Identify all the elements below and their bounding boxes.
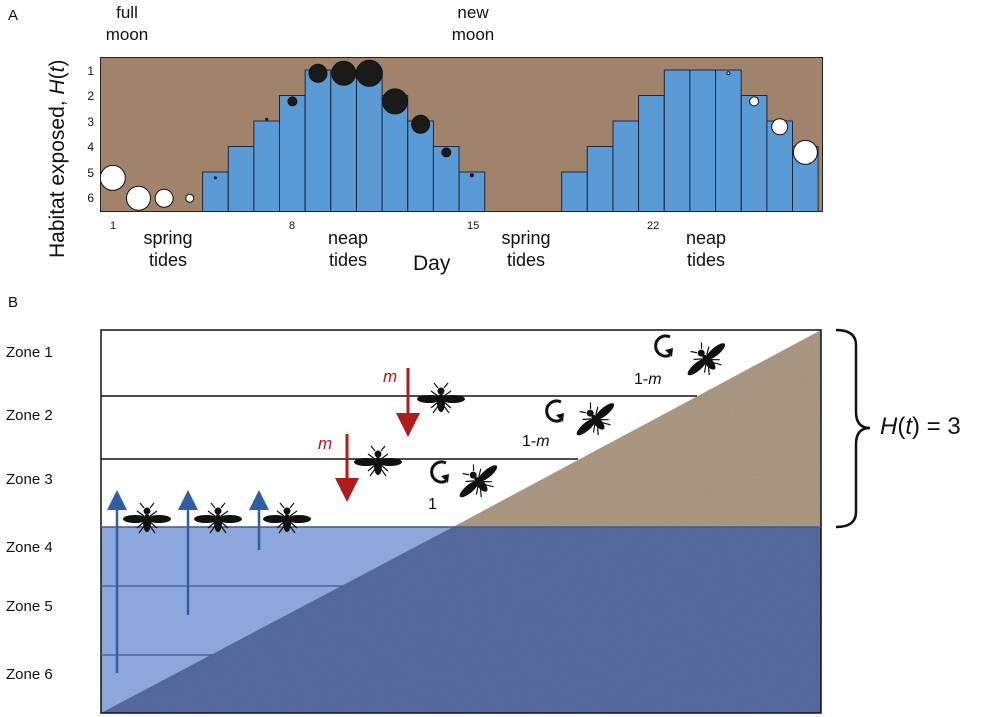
- bracket-label-var: H: [880, 413, 898, 440]
- tide-label-line2: tides: [506, 250, 546, 270]
- submerged-slope: [101, 527, 821, 713]
- water-level-bar: [458, 171, 486, 212]
- stay-prob-prefix: 1-: [522, 433, 537, 450]
- neap-tides-label-1: neap tides: [308, 227, 388, 271]
- tide-label-line1: neap: [327, 228, 369, 248]
- midge-icon: [677, 330, 735, 386]
- emergence-circle: [411, 114, 431, 134]
- spring-tides-label-1: spring tides: [128, 227, 208, 271]
- emergence-circle: [355, 59, 383, 87]
- tide-label-line2: tides: [328, 250, 368, 270]
- water-level-bar: [253, 120, 280, 212]
- full-moon-line1: full: [116, 3, 138, 22]
- zone-label-2: Zone 2: [6, 407, 53, 424]
- emergence-circle: [185, 193, 195, 203]
- water-level-bar: [612, 120, 640, 212]
- diagram-frame: [100, 329, 822, 714]
- tide-label-line2: tides: [148, 250, 188, 270]
- tide-label-line1: spring: [143, 228, 193, 248]
- new-moon-line1: new: [457, 3, 489, 22]
- stay-prob-var: m: [536, 433, 550, 450]
- spring-tides-label-2: spring tides: [486, 227, 566, 271]
- stay-loop-icon: [430, 460, 449, 484]
- y-tick-label: 5: [87, 166, 94, 180]
- zone-label-4: Zone 4: [6, 539, 53, 556]
- y-tick-label: 3: [87, 115, 94, 129]
- midge-icon: [449, 452, 507, 508]
- stay-loop-icon: [545, 399, 564, 423]
- x-axis-label: Day: [413, 252, 451, 275]
- emergence-circle: [213, 176, 217, 180]
- midge-icon: [353, 445, 403, 477]
- bracket-label-arg: t: [905, 413, 913, 440]
- y-tick-label: 1: [87, 64, 94, 78]
- stay-prob-var: m: [648, 371, 662, 388]
- water-level-bar: [689, 69, 717, 212]
- y-tick-label: 2: [87, 89, 94, 103]
- zone-bracket: [835, 328, 871, 529]
- day-tick-label: 1: [110, 220, 117, 232]
- chart-frame: [100, 57, 823, 212]
- emergence-circle: [287, 96, 298, 107]
- water-level-bar: [279, 95, 306, 212]
- day-tick-label: 8: [289, 220, 296, 232]
- emergence-circle: [441, 147, 452, 158]
- zone-label-6: Zone 6: [6, 666, 53, 683]
- tidal-exposure-chart: [100, 57, 823, 212]
- exposed-sand-slope: [453, 330, 821, 527]
- water-level-bar: [638, 95, 665, 212]
- new-moon-line2: moon: [451, 25, 495, 44]
- emergence-circle: [771, 118, 789, 136]
- zone-label-3: Zone 3: [6, 471, 53, 488]
- panel-a-letter: A: [8, 7, 19, 24]
- bracket-label-rest: ) = 3: [912, 413, 961, 440]
- water-level-bar: [561, 171, 588, 212]
- zone-label-5: Zone 5: [6, 598, 53, 615]
- migration-prob-label: m: [318, 434, 333, 453]
- bracket-label-paren: (: [897, 413, 906, 440]
- emergence-circle: [308, 63, 328, 83]
- emergence-circle: [331, 60, 357, 86]
- emergence-circle: [792, 139, 818, 165]
- emergence-circle: [154, 188, 174, 208]
- water-level-bar: [381, 95, 409, 212]
- day-tick-label: 22: [647, 220, 660, 232]
- stay-prob-label: 1-m: [522, 433, 550, 451]
- full-moon-line2: moon: [105, 25, 149, 44]
- full-moon-label: full moon: [92, 2, 162, 46]
- migration-prob-label: m: [383, 367, 398, 386]
- midge-icon: [566, 390, 624, 446]
- water-level-bar: [330, 69, 357, 212]
- emergence-circle: [382, 88, 408, 115]
- midge-icon: [416, 382, 466, 414]
- new-moon-label: new moon: [433, 2, 513, 46]
- stay-prob-label: 1: [428, 496, 437, 513]
- water-level-bar: [304, 69, 332, 212]
- neap-tides-label-2: neap tides: [666, 227, 746, 271]
- y-tick-label: 6: [87, 191, 94, 205]
- emergence-circle: [726, 71, 731, 76]
- tide-label-line1: spring: [501, 228, 551, 248]
- water-level-bar: [227, 146, 255, 212]
- zone-label-1: Zone 1: [6, 344, 53, 361]
- stay-loop-icon: [654, 334, 673, 358]
- water-level-bar: [356, 69, 383, 212]
- water-level-bar: [663, 69, 691, 212]
- emergence-circle: [126, 185, 151, 211]
- emergence-circle: [469, 173, 474, 178]
- tide-label-line2: tides: [686, 250, 726, 270]
- panel-b-letter: B: [8, 294, 19, 311]
- y-tick-label: 4: [87, 140, 94, 154]
- emergence-circle: [265, 117, 269, 121]
- tide-label-line1: neap: [685, 228, 727, 248]
- stay-prob-label: 1-m: [634, 371, 662, 389]
- water-level-bar: [586, 146, 614, 212]
- water-level-bar: [432, 146, 460, 212]
- stay-prob-prefix: 1-: [634, 371, 649, 388]
- bracket-label: H(t) = 3: [880, 413, 961, 441]
- day-tick-label: 15: [467, 220, 480, 232]
- emergence-circle: [749, 96, 760, 107]
